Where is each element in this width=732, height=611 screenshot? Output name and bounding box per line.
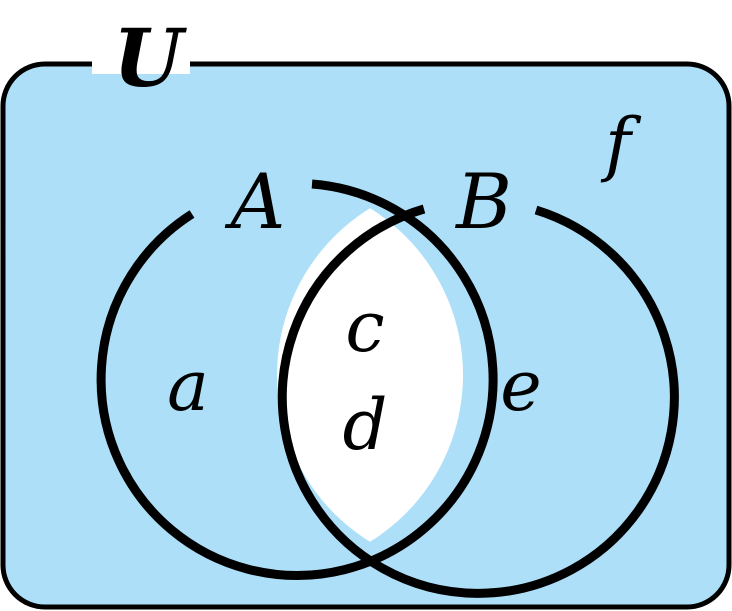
set-a-circle	[96, 179, 498, 580]
universe-label: U	[113, 11, 187, 105]
set-b-label: B	[454, 157, 512, 246]
set-b-circle	[277, 204, 679, 598]
only-b-element-label: e	[500, 345, 541, 427]
only-a-element-label: a	[167, 345, 209, 427]
universe-label-gap	[92, 56, 190, 74]
intersection-region	[277, 179, 463, 571]
intersection-element-top-label: c	[345, 286, 384, 368]
set-a-label: A	[225, 157, 286, 246]
intersection-element-bottom-label: d	[343, 384, 388, 466]
